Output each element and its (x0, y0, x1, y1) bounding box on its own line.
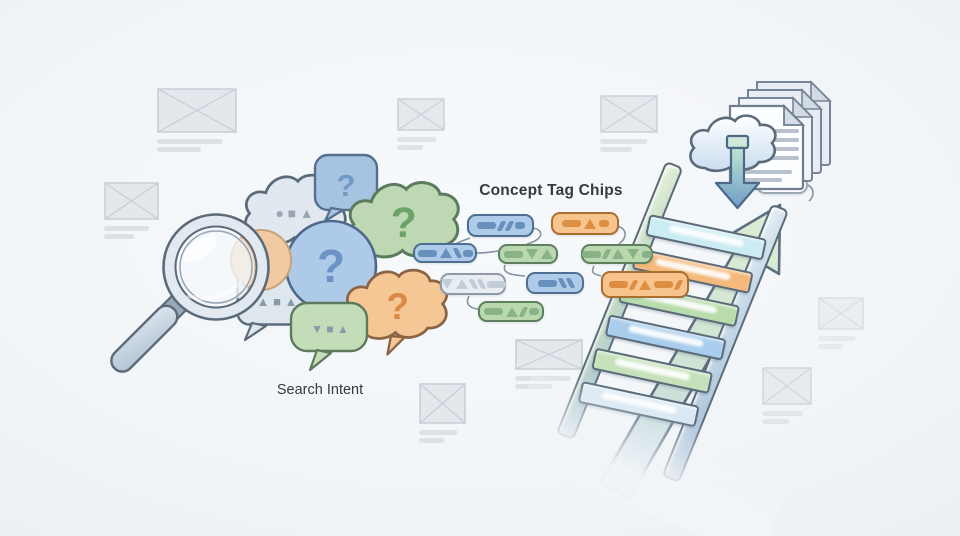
concept-tag-chip-green (498, 244, 558, 264)
chip-glyph-bar-sm (598, 220, 609, 227)
chip-glyph-bar-sm (462, 249, 473, 257)
concept-tag-chip-green (581, 244, 653, 264)
chip-glyph-slash (628, 279, 639, 290)
chip-glyph-tri-up (439, 248, 452, 258)
shape-glyphs: ● ■ ▲ (276, 206, 314, 221)
chip-connector-line (526, 227, 542, 245)
thought-cloud-orange: ? (345, 268, 449, 356)
question-mark: ? (391, 200, 417, 247)
download-arrow (714, 134, 761, 210)
question-mark: ? (387, 286, 409, 327)
chip-connector-line (591, 265, 602, 277)
shape-glyphs: ▼ ■ ▲ (311, 322, 349, 336)
concept-tag-chips-label: Concept Tag Chips (479, 182, 623, 199)
magnifier-icon (110, 213, 270, 373)
chip-glyph-backslash (452, 248, 462, 258)
chip-connector-line (476, 250, 499, 254)
chip-glyph-tri-down (440, 279, 453, 289)
magnifier-handle (110, 292, 190, 373)
image-placeholder (818, 297, 864, 349)
question-mark: ? (337, 168, 356, 203)
chip-glyph-tri-up (583, 218, 596, 229)
chip-glyph-bar-sm (514, 222, 525, 229)
chip-glyph-tri-up (612, 249, 624, 259)
chip-glyph-slash (673, 279, 684, 290)
image-placeholder (762, 367, 812, 424)
chip-glyph-bar-sm (528, 308, 539, 315)
chip-glyph-bar-sm (642, 250, 652, 258)
chip-glyph-bar (537, 279, 557, 287)
concept-tag-chip-orange (601, 271, 689, 298)
shape-glyphs: ▲ ■ ▲ (257, 294, 298, 309)
chip-connector-line (503, 264, 526, 277)
image-placeholder (104, 182, 159, 239)
image-placeholder (397, 98, 445, 150)
chip-glyph-tri-up (505, 306, 518, 317)
chip-glyph-bar (609, 281, 628, 288)
chip-glyph-bar (417, 249, 437, 257)
chip-glyph-bar (582, 250, 601, 258)
chip-glyph-tri-down (627, 249, 639, 259)
chip-glyph-bar (654, 281, 673, 288)
search-intent-label: Search Intent (276, 382, 364, 398)
speech-bubble-blue-square: ? (313, 153, 379, 223)
chip-glyph-bar (503, 250, 523, 258)
thought-cloud-green: ? (347, 181, 460, 259)
question-mark: ? (317, 240, 345, 292)
chip-glyph-bar (476, 222, 496, 229)
concept-tag-chip-blue (467, 214, 534, 237)
concept-tag-chip-gray (440, 273, 506, 295)
chip-glyph-slash (518, 306, 528, 317)
chip-connector-line (616, 225, 626, 245)
concept-tag-chip-blue (413, 243, 477, 263)
speech-bubble-green: ▼ ■ ▲ (289, 301, 369, 372)
image-placeholder (419, 383, 466, 443)
concept-tag-chip-green (478, 301, 544, 322)
chip-glyph-slash (601, 249, 612, 259)
chip-connector-line (807, 184, 814, 202)
concept-tag-chip-blue (526, 272, 584, 294)
chip-glyph-tri-up (639, 279, 651, 290)
chip-glyph-tri-up (455, 279, 468, 289)
chip-glyph-bar (486, 280, 506, 288)
chip-glyph-bar (483, 308, 503, 315)
cloud-download-icon (689, 114, 777, 210)
image-placeholder (157, 88, 237, 152)
chip-glyph-bar (561, 220, 581, 227)
chip-glyph-tri-up (540, 249, 553, 259)
concept-tag-chip-orange (551, 212, 619, 235)
chip-glyph-tri-down (525, 249, 538, 259)
image-placeholder (600, 95, 658, 152)
